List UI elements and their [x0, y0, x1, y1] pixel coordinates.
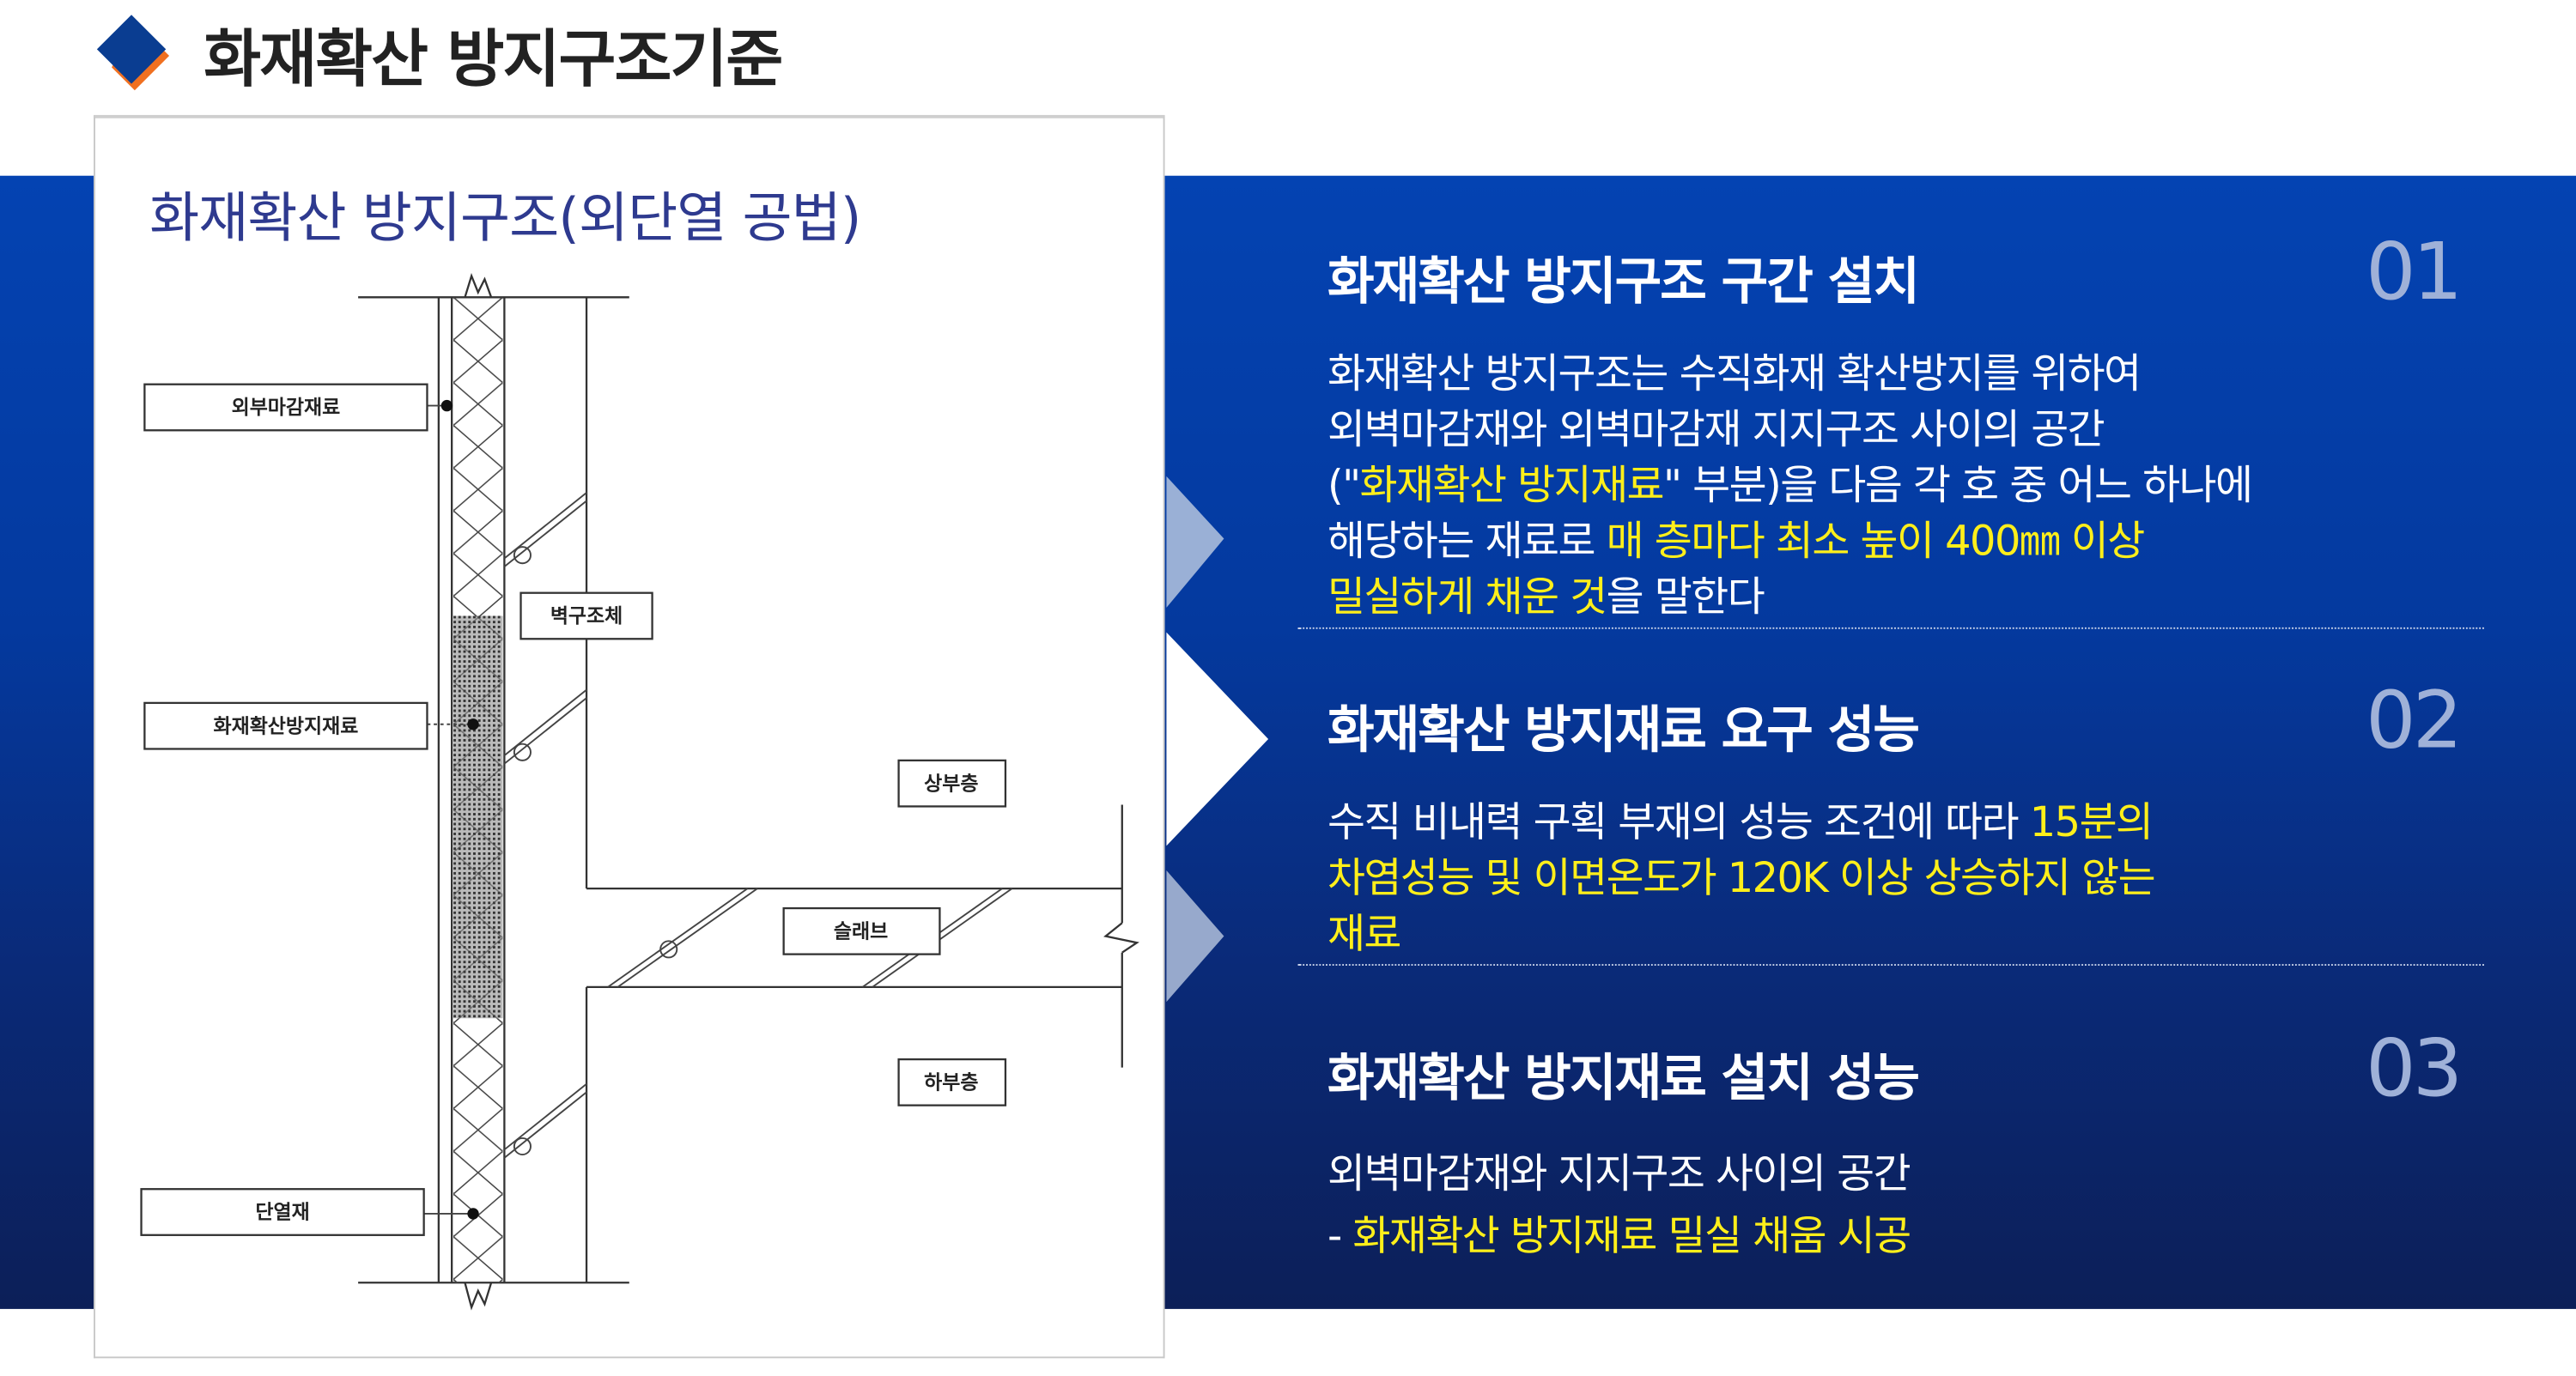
section-title: 화재확산 방지재료 설치 성능 [1327, 1049, 1920, 1109]
body-text: 외벽마감재와 지지구조 사이의 공간 [1327, 1149, 1911, 1197]
section-03: 화재확산 방지재료 설치 성능 03 외벽마감재와 지지구조 사이의 공간 - 화… [1327, 1023, 2477, 1268]
body-line: 외벽마감재와 외벽마감재 지지구조 사이의 공간 [1327, 403, 2477, 458]
body-text: 해당하는 재료로 [1327, 517, 1607, 566]
label-box-slab [782, 906, 941, 955]
body-line: ("화재확산 방지재료" 부분)을 다음 각 호 중 어느 하나에 [1327, 458, 2477, 514]
diamond-bullet-icon [96, 15, 170, 91]
body-text: 화재확산 방지구조는 수직화재 확산방지를 위하여 [1327, 349, 2142, 398]
highlighted-text: 밀실하게 채운 것 [1327, 573, 1607, 621]
page-header: 화재확산 방지구조기준 [95, 9, 783, 94]
arrow-marker-01 [1166, 476, 1224, 608]
body-text: - [1327, 1212, 1353, 1260]
arrow-marker-02 [1166, 632, 1269, 846]
section-number: 01 [2366, 227, 2463, 319]
body-line: 밀실하게 채운 것을 말한다 [1327, 570, 2477, 626]
body-line: 외벽마감재와 지지구조 사이의 공간 [1327, 1143, 2477, 1206]
label-box-fire-stop [143, 701, 428, 750]
label-exterior-finish: 외부마감재료 [232, 397, 341, 419]
label-box-wall [519, 591, 653, 640]
label-fire-stop-material: 화재확산방지재료 [214, 715, 359, 737]
body-text: 수직 비내력 구획 부재의 성능 조건에 따라 [1327, 797, 2030, 846]
section-divider [1297, 627, 2484, 629]
highlighted-text: 차염성능 및 이면온도가 120K 이상 상승하지 않는 [1327, 853, 2156, 902]
section-title: 화재확산 방지재료 요구 성능 [1327, 700, 1920, 761]
body-text: 을 말한다 [1606, 573, 1765, 621]
highlighted-text: 화재확산 방지재료 밀실 채움 시공 [1352, 1212, 1911, 1260]
section-number: 02 [2366, 675, 2463, 767]
highlighted-text: 재료 [1327, 909, 1402, 958]
label-box-lower-floor [897, 1058, 1007, 1106]
body-text: (" [1327, 461, 1361, 510]
label-box-insulation [140, 1188, 425, 1236]
label-wall-structure: 벽구조체 [550, 605, 623, 627]
label-upper-floor: 상부층 [924, 773, 978, 795]
highlighted-text: 화재확산 방지재료 [1359, 461, 1665, 510]
label-insulation: 단열재 [255, 1202, 309, 1224]
label-lower-floor: 하부층 [924, 1072, 978, 1094]
arrow-marker-03 [1166, 870, 1224, 1003]
section-body: 외벽마감재와 지지구조 사이의 공간 - 화재확산 방지재료 밀실 채움 시공 [1327, 1143, 2477, 1268]
page-title: 화재확산 방지구조기준 [204, 21, 783, 95]
body-line: 화재확산 방지구조는 수직화재 확산방지를 위하여 [1327, 347, 2477, 403]
body-line: - 화재확산 방지재료 밀실 채움 시공 [1327, 1205, 2477, 1268]
figure-title: 화재확산 방지구조(외단열 공법) [149, 185, 861, 250]
body-text: " 부분)을 다음 각 호 중 어느 하나에 [1663, 461, 2253, 510]
section-02: 화재확산 방지재료 요구 성능 02 수직 비내력 구획 부재의 성능 조건에 … [1327, 675, 2477, 963]
section-divider [1297, 964, 2484, 967]
body-line: 해당하는 재료로 매 층마다 최소 높이 400㎜ 이상 [1327, 514, 2477, 570]
body-line: 수직 비내력 구획 부재의 성능 조건에 따라 15분의 [1327, 795, 2477, 851]
body-text: 외벽마감재와 외벽마감재 지지구조 사이의 공간 [1327, 405, 2105, 454]
highlighted-text: 15분의 [2029, 797, 2154, 846]
label-box-exterior-finish [143, 383, 428, 432]
body-line: 재료 [1327, 906, 2477, 962]
label-slab: 슬래브 [834, 920, 888, 943]
body-line: 차염성능 및 이면온도가 120K 이상 상승하지 않는 [1327, 851, 2477, 906]
section-01: 화재확산 방지구조 구간 설치 01 화재확산 방지구조는 수직화재 확산방지를… [1327, 227, 2477, 626]
label-box-upper-floor [897, 759, 1007, 808]
section-title: 화재확산 방지구조 구간 설치 [1327, 252, 1920, 312]
section-number: 03 [2366, 1022, 2463, 1116]
highlighted-text: 매 층마다 최소 높이 400㎜ 이상 [1606, 517, 2146, 566]
